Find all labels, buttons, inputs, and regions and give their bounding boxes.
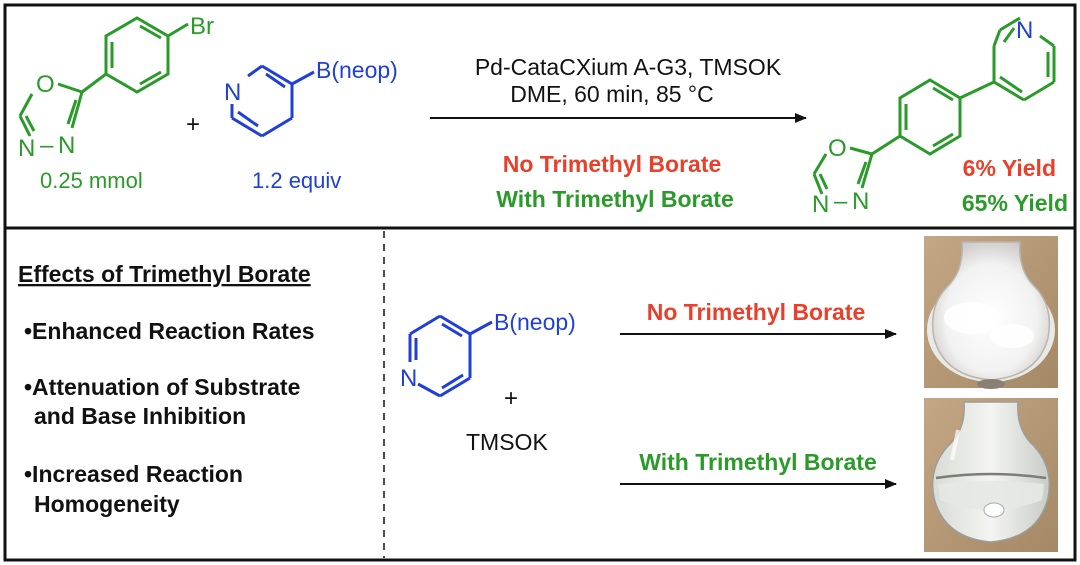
no-borate-label-top: No Trimethyl Borate: [503, 151, 722, 177]
pyridyl-4-boronate-structure: [408, 314, 493, 398]
plus-sign-top: +: [186, 111, 200, 138]
product-structure: [812, 16, 1056, 195]
with-borate-label-top: With Trimethyl Borate: [496, 186, 734, 212]
figure-frame: [3, 3, 1077, 562]
oxadiazole-nitrogen-right-label: N: [58, 132, 75, 159]
conditions-solvent-time-temp: DME, 60 min, 85 °C: [510, 81, 714, 107]
yield-with-borate: 65% Yield: [962, 190, 1068, 216]
pyridyl-boronate-structure: [230, 64, 315, 138]
boronate-amount: 1.2 equiv: [252, 168, 341, 193]
product-pyridine-nitrogen: N: [1016, 17, 1033, 44]
oxadiazole-nitrogen-left-label: N: [18, 135, 35, 162]
flask-photo-heterogeneous: [924, 236, 1058, 389]
flask-photo-homogeneous: [924, 398, 1058, 552]
conditions-catalyst: Pd-CataCXium A-G3, TMSOK: [475, 54, 782, 80]
no-borate-label-bottom: No Trimethyl Borate: [647, 299, 866, 325]
boronate-group-bottom: B(neop): [494, 309, 576, 335]
effect-1-line-1: •Enhanced Reaction Rates: [24, 318, 315, 344]
substrate-amount: 0.25 mmol: [40, 168, 143, 193]
product-nitrogen-right-label: N: [852, 188, 869, 215]
oxadiazole-oxygen-label: O: [36, 71, 55, 98]
with-borate-label-bottom: With Trimethyl Borate: [639, 449, 877, 475]
pyridine-nitrogen-top: N: [224, 79, 241, 106]
yield-no-borate: 6% Yield: [963, 155, 1056, 181]
boronate-group-top: B(neop): [316, 57, 398, 83]
plus-sign-bottom: +: [504, 385, 518, 412]
base-label: TMSOK: [466, 429, 548, 455]
bromine-label: Br: [190, 13, 214, 40]
aryl-bromide-structure: [18, 16, 189, 137]
product-oxygen-label: O: [828, 135, 847, 162]
effect-2-line-2: and Base Inhibition: [34, 403, 246, 429]
product-nitrogen-left-label: N: [812, 191, 829, 218]
pyridine-nitrogen-bottom: N: [400, 365, 417, 392]
effects-title: Effects of Trimethyl Borate: [18, 261, 311, 287]
effect-3-line-1: •Increased Reaction: [24, 461, 243, 487]
product-dash-label: –: [834, 188, 848, 215]
oxadiazole-dash-label: –: [40, 132, 54, 159]
effect-3-line-2: Homogeneity: [34, 491, 180, 517]
effect-2-line-1: •Attenuation of Substrate: [24, 374, 300, 400]
